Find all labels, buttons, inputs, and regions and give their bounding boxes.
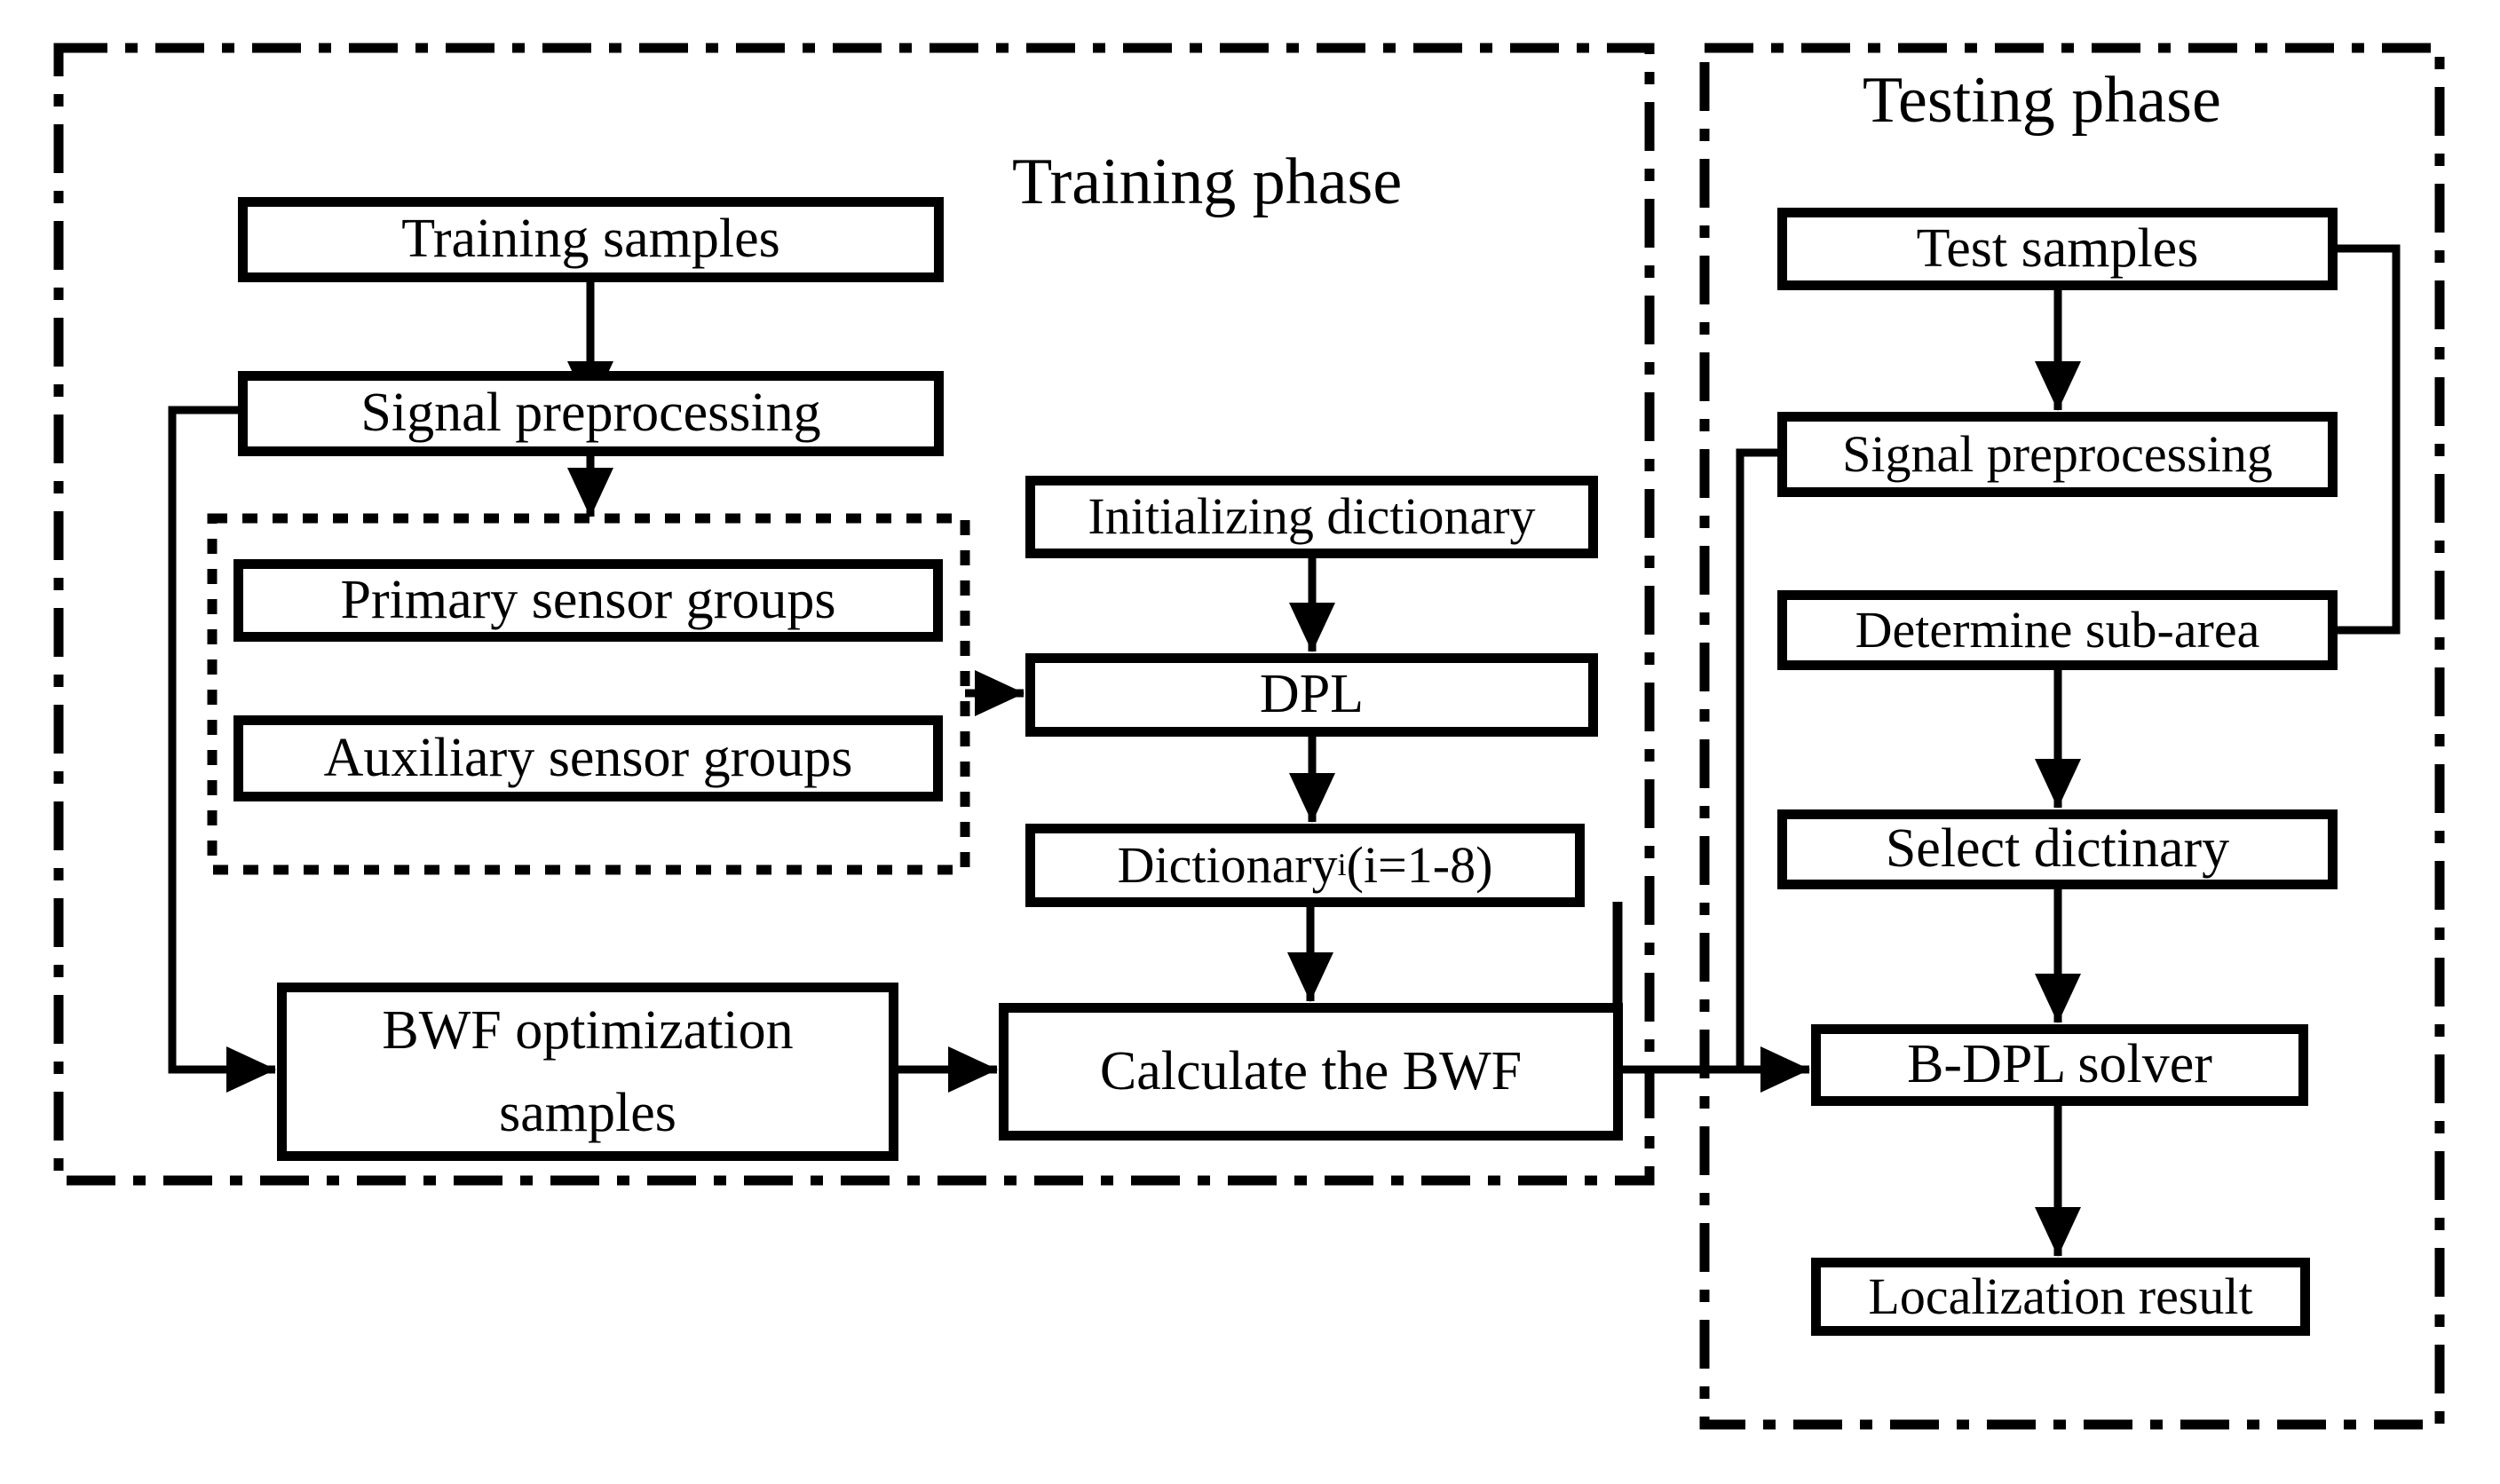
dictionary-label-base: Dictionary <box>1117 835 1338 894</box>
feedback-signal-preprocessing-to-bwf-samples <box>168 406 276 1093</box>
calculate-bwf-box: Calculate the BWF <box>999 1003 1623 1141</box>
training-samples-box: Training samples <box>238 197 944 282</box>
training-phase-border <box>53 43 1655 1186</box>
bwf-optimization-line1: BWF optimization <box>382 999 794 1061</box>
connector-test-samples-to-determine-sub-area <box>2338 244 2401 635</box>
training-phase-title: Training phase <box>1012 146 1403 218</box>
training-signal-preprocessing-box: Signal preprocessing <box>238 371 944 456</box>
localization-result-box: Localization result <box>1811 1258 2310 1336</box>
testing-signal-preprocessing-box: Signal preprocessing <box>1777 412 2338 497</box>
testing-phase-title: Testing phase <box>1863 64 2221 137</box>
testing-phase-border <box>1699 43 2445 1430</box>
dictionary-label-suffix: (i=1-8) <box>1346 835 1493 894</box>
sensor-groups-container-border <box>207 513 970 875</box>
test-samples-box: Test samples <box>1777 208 2338 290</box>
select-dictionary-box: Select dictinary <box>1777 809 2338 889</box>
initializing-dictionary-box: Initializing dictionary <box>1025 476 1598 558</box>
primary-sensor-groups-box: Primary sensor groups <box>233 559 943 642</box>
dictionary-label-subscript: i <box>1337 847 1347 883</box>
dpl-box: DPL <box>1025 653 1598 737</box>
auxiliary-sensor-groups-box: Auxiliary sensor groups <box>233 715 943 801</box>
dpl-label: DPL <box>1259 664 1365 725</box>
feedback-signal-preprocessing-to-bdpl-input <box>1736 448 1777 1070</box>
bwf-optimization-line2: samples <box>499 1082 676 1143</box>
bwf-optimization-samples-box: BWF optimization samples <box>277 983 898 1161</box>
determine-sub-area-box: Determine sub-area <box>1777 590 2338 670</box>
bdpl-solver-box: B-DPL solver <box>1811 1024 2308 1106</box>
